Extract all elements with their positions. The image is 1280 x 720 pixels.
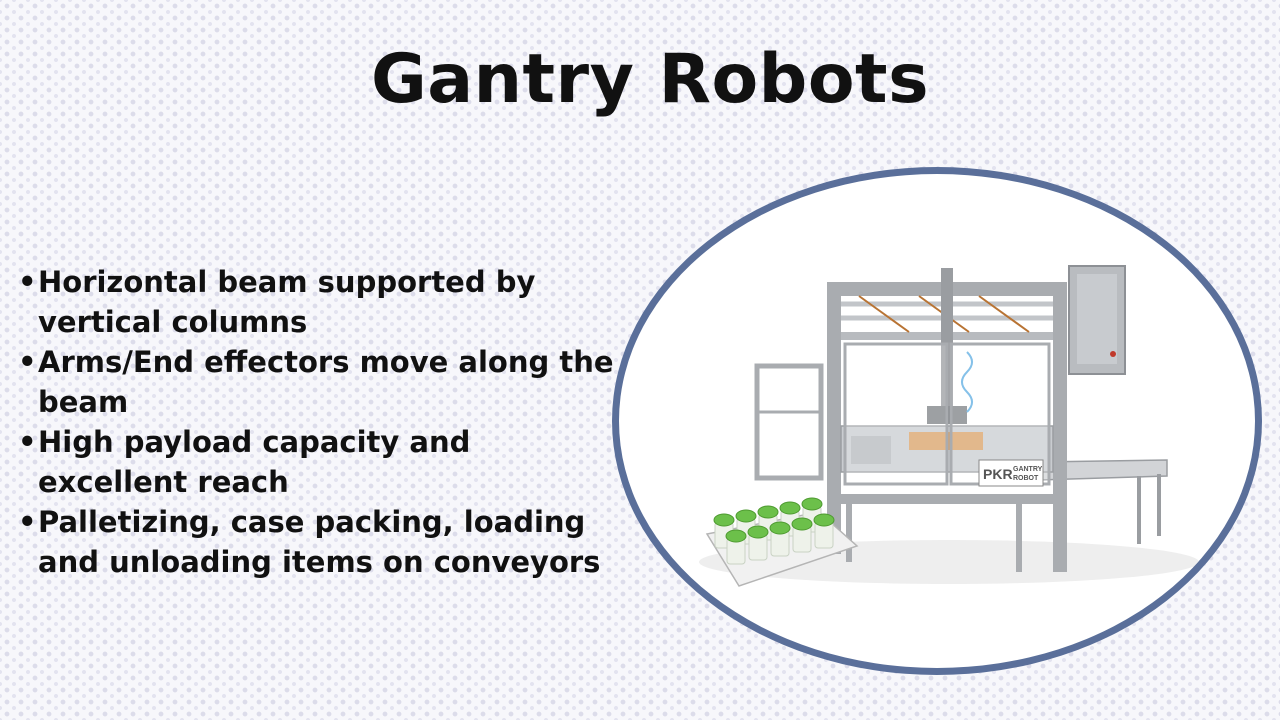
bullet-item: • Horizontal beam supported by vertical … (18, 262, 618, 342)
svg-text:GANTRY: GANTRY (1013, 466, 1043, 473)
bullet-text: Palletizing, case packing, loading and u… (38, 505, 601, 579)
bullet-item: • Palletizing, case packing, loading and… (18, 502, 618, 582)
bullet-marker: • (18, 345, 37, 379)
slide-title: Gantry Robots (370, 40, 930, 119)
bullet-marker: • (18, 425, 37, 459)
bullet-marker: • (18, 265, 37, 299)
bullet-item: • Arms/End effectors move along the beam (18, 342, 618, 422)
gantry-robot-illustration: PKR GANTRY ROBOT (699, 265, 1199, 587)
bottle-group (713, 497, 835, 565)
bullet-list: • Horizontal beam supported by vertical … (18, 262, 618, 582)
pkr-logo-text: PKR (983, 466, 1013, 482)
bullet-text: Arms/End effectors move along the beam (38, 345, 614, 419)
bullet-marker: • (18, 505, 37, 539)
svg-text:ROBOT: ROBOT (1013, 475, 1039, 482)
bullet-text: Horizontal beam supported by vertical co… (38, 265, 536, 339)
gantry-robot-photo-frame: PKR GANTRY ROBOT (612, 167, 1262, 675)
bullet-text: High payload capacity and excellent reac… (38, 425, 471, 499)
bullet-item: • High payload capacity and excellent re… (18, 422, 618, 502)
